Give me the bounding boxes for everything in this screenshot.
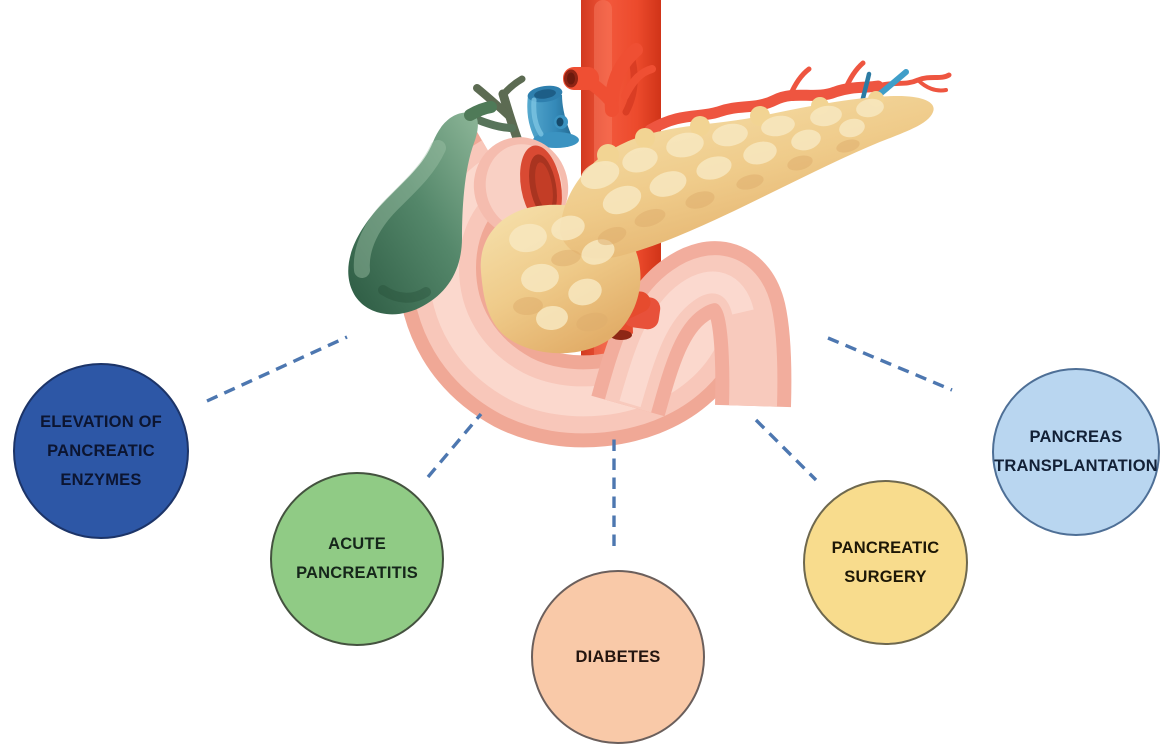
pancreas-shape — [480, 91, 934, 354]
connector-elevation — [206, 335, 348, 403]
bile-ducts-shape — [472, 75, 526, 151]
splenic-artery-shape — [644, 60, 952, 136]
node-label-line: PANCREATITIS — [296, 564, 418, 582]
node-acute-pancreatitis: ACUTE PANCREATITIS — [270, 472, 444, 646]
node-label-line: ACUTE — [328, 535, 386, 553]
jejunum-bend-shape — [591, 241, 792, 417]
node-label-line: ELEVATION OF — [40, 412, 162, 431]
node-label-line: ENZYMES — [60, 470, 142, 489]
portal-vein-shape — [527, 85, 579, 148]
node-pancreas-transplantation: PANCREAS TRANSPLANTATION — [992, 368, 1160, 536]
connector-acute-pancreatitis — [426, 412, 483, 479]
connector-pancreas-transplantation — [827, 336, 953, 392]
node-diabetes: DIABETES — [531, 570, 705, 744]
node-label-line: SURGERY — [844, 567, 927, 586]
gallbladder-shape — [348, 101, 497, 315]
connector-pancreatic-surgery — [754, 418, 818, 482]
node-label-line: PANCREATIC — [47, 441, 155, 460]
gallbladder-neck — [464, 101, 497, 121]
node-elevation-of-pancreatic-enzymes: ELEVATION OF PANCREATIC ENZYMES — [13, 363, 189, 539]
node-label-line: PANCREAS — [1029, 428, 1123, 446]
node-pancreatic-surgery: PANCREATIC SURGERY — [803, 480, 968, 645]
connector-lines — [206, 335, 953, 546]
node-label-line: PANCREATIC — [831, 538, 940, 557]
node-label-line: DIABETES — [575, 647, 661, 666]
node-label-line: TRANSPLANTATION — [994, 457, 1158, 475]
